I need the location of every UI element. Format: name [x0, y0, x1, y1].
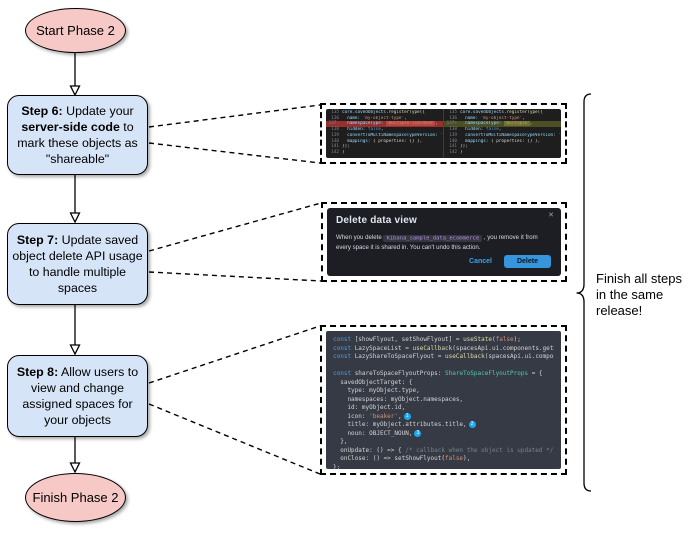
step6-label: Step 6: Update your server-side code to … — [17, 103, 138, 167]
code-line: }, — [333, 438, 348, 445]
diff-editor: 135 core.savedObjects.registerType({ 136… — [326, 109, 561, 158]
code-line: onUpdate: () => { /* callback when the o… — [333, 446, 554, 454]
code-block: const [showFlyout, setShowFlyout] = useS… — [326, 331, 561, 469]
modal-body: When you delete kibana_sample_data_ecomm… — [336, 234, 538, 251]
code-line: noun: OBJECT_NOUN,3 — [333, 429, 554, 439]
line-number: 135 — [331, 110, 339, 115]
delete-button[interactable]: Delete — [503, 255, 551, 268]
line-number: 142 — [449, 149, 457, 155]
diff-pane: 135 core.savedObjects.registerType({ 136… — [443, 109, 561, 158]
code-line: icon: 'beaker',1 — [333, 412, 554, 422]
step7-node: Step 7: Update saved object delete API u… — [7, 223, 148, 305]
diff-line: 136 name: 'my-object-type', — [444, 116, 561, 122]
code-line: const LazySpaceList = useCallback(spaces… — [333, 344, 554, 352]
line-number: 141 — [331, 144, 339, 150]
line-number: 137+ — [446, 121, 457, 127]
close-icon[interactable]: ✕ — [548, 212, 554, 219]
finish-label: Finish Phase 2 — [32, 490, 119, 505]
step8-node: Step 8: Allow users to view and change a… — [7, 355, 148, 437]
line-number: 136 — [449, 115, 457, 121]
line-number: 139 — [449, 132, 457, 138]
diff-line: 136 name: 'my-object-type', — [326, 116, 443, 122]
connector-step6-to-diff-bottom — [148, 142, 321, 164]
diff-line: 139 convertToMultiNamespaceTypeVersion: … — [326, 133, 443, 139]
diff-line: 141 }); — [444, 144, 561, 150]
diff-line: 137- namespaceType: 'multiple-isolated', — [326, 121, 443, 128]
connector-step8-to-code-bottom — [148, 403, 321, 475]
screenshot-code-diff: 135 core.savedObjects.registerType({ 136… — [320, 103, 567, 164]
code-line: title: myObject.attributes.title,2 — [333, 421, 554, 430]
arrow-start-to-step6 — [69, 53, 81, 97]
cancel-button[interactable]: Cancel — [469, 258, 492, 265]
screenshot-delete-modal: Delete data view ✕ When you delete kiban… — [321, 202, 567, 282]
diff-line: 142 } — [326, 150, 443, 156]
line-number: 140 — [449, 138, 457, 144]
connector-step7-to-modal-bottom — [148, 271, 322, 282]
step8-label: Step 8: Allow users to view and change a… — [16, 364, 139, 428]
code-line: type: myObject.type, — [333, 387, 420, 394]
diff-line: 137+ namespaceType: 'multiple', — [444, 121, 561, 128]
start-label: Start Phase 2 — [36, 23, 115, 38]
code-line: const LazyShareToSpaceFlyout = useCallba… — [333, 353, 554, 360]
code-line: savedObjectTarget: { — [333, 378, 413, 386]
connector-step8-to-code-top — [148, 325, 321, 384]
brace-note: Finish all steps in the same release! — [596, 271, 682, 318]
code-line: id: myObject.id, — [333, 404, 406, 411]
arrow-step6-to-step7 — [69, 175, 81, 224]
diff-line: 138 hidden: false, — [326, 127, 443, 133]
line-number: 136 — [331, 115, 339, 121]
step7-label: Step 7: Update saved object delete API u… — [12, 232, 143, 296]
diff-line: 135 core.savedObjects.registerType({ — [326, 110, 443, 116]
code-line: onClose: () => setShowFlyout(false), — [333, 455, 471, 462]
line-number: 139 — [331, 132, 339, 138]
callout-badge: 3 — [414, 429, 422, 437]
screenshot-flyout-code: const [showFlyout, setShowFlyout] = useS… — [320, 325, 567, 475]
code-line: const [showFlyout, setShowFlyout] = useS… — [333, 336, 521, 343]
arrow-step8-to-finish — [69, 437, 81, 474]
line-number: 142 — [331, 149, 339, 155]
finish-node: Finish Phase 2 — [25, 473, 126, 522]
data-view-name-code: kibana_sample_data_ecommerce — [383, 234, 483, 242]
callout-badge: 1 — [403, 412, 411, 420]
step6-node: Step 6: Update your server-side code to … — [7, 95, 148, 175]
line-number: 138 — [449, 127, 457, 133]
code-line: const shareToSpaceFlyoutProps: ShareToSp… — [333, 370, 543, 377]
brace — [576, 93, 592, 492]
line-number: 138 — [331, 127, 339, 133]
diff-line: 140 mappings: { properties: {} }, — [444, 139, 561, 145]
delete-data-view-modal: Delete data view ✕ When you delete kiban… — [327, 208, 561, 276]
diff-line: 139 convertToMultiNamespaceTypeVersion: … — [444, 133, 561, 139]
diff-line: 142 } — [444, 150, 561, 156]
connector-step7-to-modal-top — [148, 202, 322, 252]
line-number: 135 — [449, 110, 457, 115]
code-line — [333, 362, 554, 371]
code-line: namespaces: myObject.namespaces, — [333, 395, 464, 403]
diff-line: 140 mappings: { properties: {} }, — [326, 139, 443, 145]
diff-line: 135 core.savedObjects.registerType({ — [444, 110, 561, 116]
callout-badge: 2 — [468, 421, 476, 428]
connector-step6-to-diff-top — [148, 104, 321, 128]
line-number: 140 — [331, 138, 339, 144]
arrow-step7-to-step8 — [69, 305, 81, 356]
code-line: }; — [333, 463, 341, 470]
line-number: 141 — [449, 144, 457, 150]
diff-line: 138 hidden: false, — [444, 127, 561, 133]
modal-title: Delete data view — [336, 215, 418, 226]
modal-actions: Cancel Delete — [469, 255, 551, 268]
line-number: 137- — [328, 121, 339, 127]
diff-pane: 135 core.savedObjects.registerType({ 136… — [326, 109, 443, 158]
diff-line: 141 }); — [326, 144, 443, 150]
start-node: Start Phase 2 — [25, 8, 126, 53]
